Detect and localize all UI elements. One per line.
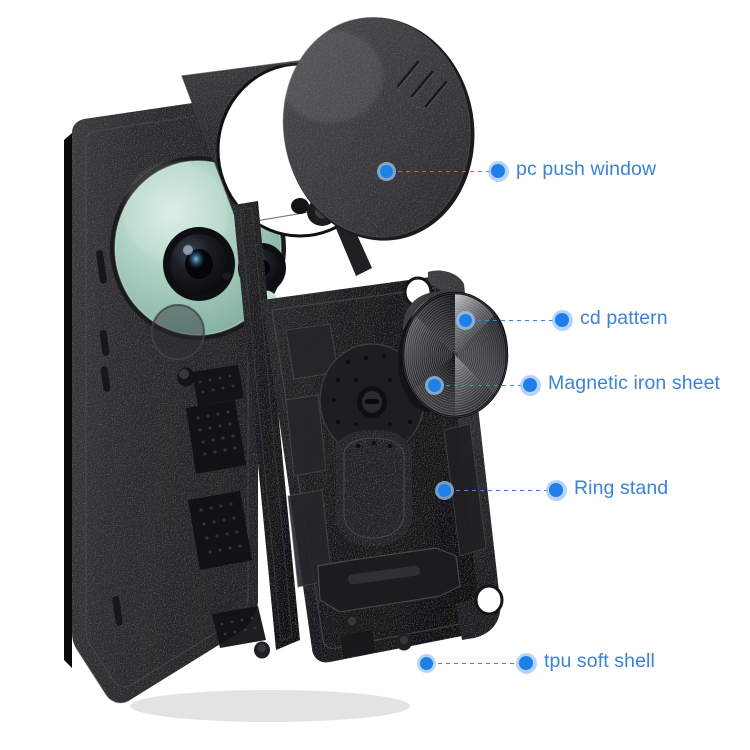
leader-line-magnetic-iron-sheet <box>438 385 526 386</box>
anchor-dot-tpu-soft-shell[interactable] <box>416 653 436 673</box>
pc-push-window <box>279 17 475 276</box>
charge-ring <box>151 304 205 360</box>
callout-text: cd pattern <box>580 307 668 329</box>
grip-texture-strips <box>186 365 266 648</box>
anchor-dot-magnetic-iron-sheet[interactable] <box>424 375 444 395</box>
callout-label-magnetic-iron-sheet[interactable]: Magnetic iron sheet <box>548 372 721 394</box>
push-window-grip-marks <box>396 60 448 108</box>
callout-text: Magnetic iron sheet <box>548 372 721 394</box>
side-buttons <box>96 250 123 626</box>
main-camera-lens <box>163 227 235 301</box>
leader-line-pc-push-window <box>390 171 494 172</box>
callout-text: tpu soft shell <box>544 650 655 672</box>
terminal-dot-pc-push-window[interactable] <box>487 160 509 182</box>
callout-text: Ring stand <box>574 477 669 499</box>
terminal-dot-ring-stand[interactable] <box>545 479 567 501</box>
hex-emboss <box>317 547 461 613</box>
leader-line-ring-stand <box>448 490 552 491</box>
anchor-dot-pc-push-window[interactable] <box>376 161 396 181</box>
cd-pattern-magnetic-ring <box>398 291 509 419</box>
callout-label-cd-pattern[interactable]: cd pattern <box>580 307 668 329</box>
callout-label-ring-stand[interactable]: Ring stand <box>574 477 669 499</box>
anchor-dot-ring-stand[interactable] <box>434 480 454 500</box>
terminal-dot-cd-pattern[interactable] <box>551 309 573 331</box>
ring-stand-bracket <box>336 430 412 546</box>
callout-label-pc-push-window[interactable]: pc push window <box>516 158 657 180</box>
callout-label-tpu-soft-shell[interactable]: tpu soft shell <box>544 650 655 672</box>
anchor-dot-cd-pattern[interactable] <box>455 310 475 330</box>
terminal-dot-tpu-soft-shell[interactable] <box>515 652 537 674</box>
leader-line-cd-pattern <box>469 320 558 321</box>
terminal-dot-magnetic-iron-sheet[interactable] <box>519 374 541 396</box>
leader-line-tpu-soft-shell <box>430 663 522 664</box>
screw-hole-bottom <box>474 584 504 616</box>
callout-text: pc push window <box>516 158 657 180</box>
